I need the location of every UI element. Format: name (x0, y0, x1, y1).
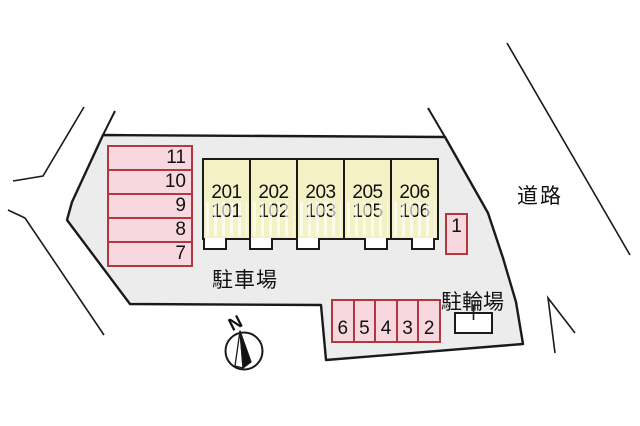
road-label: 道路 (517, 185, 563, 208)
parking-space: 5 (352, 299, 377, 343)
parking-space: 2 (417, 299, 441, 343)
parking-space: 6 (331, 299, 355, 343)
road-mark-bottom-right (546, 295, 576, 354)
corner-extension-top-right (427, 107, 446, 138)
compass-needle-black (239, 330, 252, 369)
unit-lower-label: 105 (352, 201, 383, 222)
unit-porch (203, 238, 227, 250)
unit-porch (296, 238, 320, 250)
bicycle-parking-label: 駐輪場 (441, 291, 504, 314)
parking-space-single: 1 (445, 213, 468, 255)
parking-lot-label: 駐車場 (212, 269, 278, 292)
unit-lower-label: 101 (211, 201, 242, 222)
unit-lower-label: 106 (399, 201, 430, 222)
building-unit: 206 106 (390, 158, 439, 240)
parking-bottom-row: 6 5 4 3 2 (331, 299, 441, 343)
unit-upper-label: 202 (258, 182, 289, 203)
road-line-right (506, 42, 631, 256)
unit-porch (364, 238, 388, 250)
parking-space: 7 (107, 241, 193, 267)
building-unit: 205 105 (343, 158, 392, 240)
parking-space: 9 (107, 193, 193, 219)
unit-lower-label: 103 (305, 201, 336, 222)
parking-space: 11 (107, 145, 193, 171)
road-line-lower-left (7, 209, 105, 336)
unit-upper-label: 201 (211, 182, 242, 203)
building-unit: 203 103 (296, 158, 345, 240)
parking-space: 10 (107, 169, 193, 195)
unit-porch (411, 238, 435, 250)
building-unit: 201 101 (202, 158, 251, 240)
unit-porch (249, 238, 273, 250)
parking-space: 4 (374, 299, 398, 343)
parking-space: 3 (395, 299, 420, 343)
building-unit: 202 102 (249, 158, 298, 240)
unit-upper-label: 206 (399, 182, 430, 203)
parking-left-column: 11 10 9 8 7 (107, 145, 193, 267)
unit-upper-label: 203 (305, 182, 336, 203)
building-units: 201 101 202 102 203 103 205 105 206 106 (202, 158, 439, 250)
road-line-upper-left (12, 106, 85, 182)
corner-extension-top-left (102, 110, 116, 136)
unit-upper-label: 205 (352, 182, 383, 203)
parking-space: 8 (107, 217, 193, 243)
unit-lower-label: 102 (258, 201, 289, 222)
